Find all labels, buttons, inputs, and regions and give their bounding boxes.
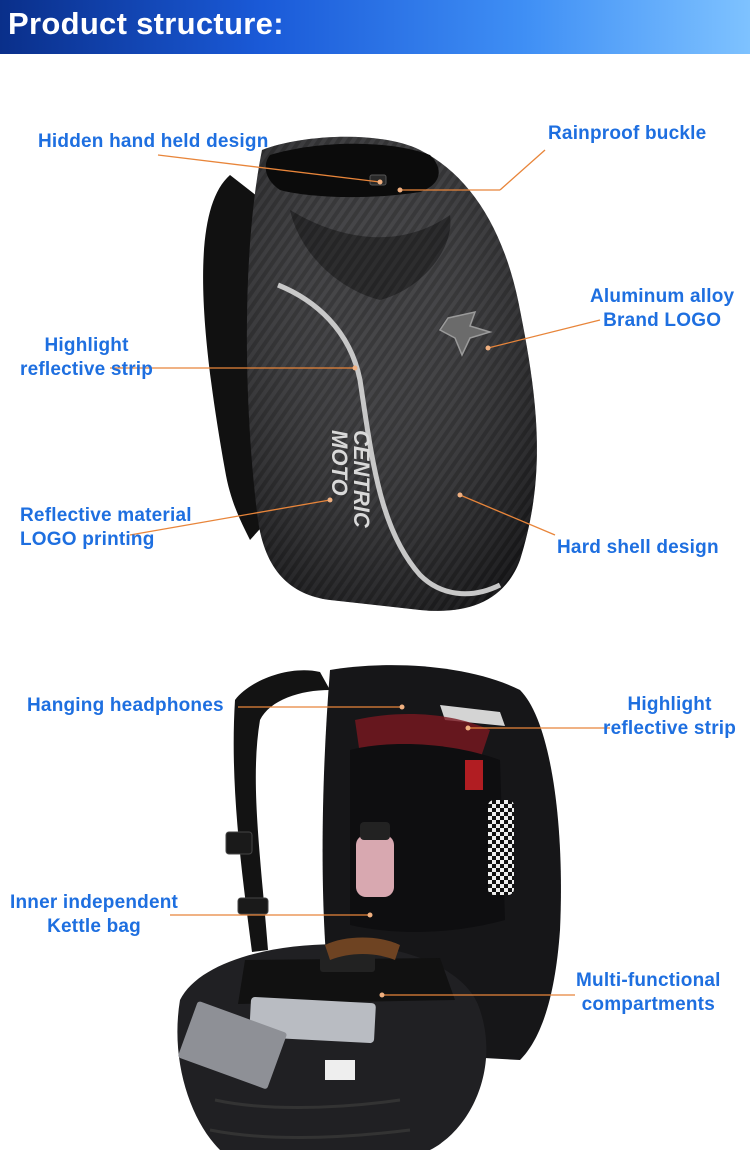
hard-shell-backpack: MOTO CENTRIC <box>203 136 537 611</box>
label-reflective-line1: Reflective material <box>20 505 192 526</box>
leader-lines-bottom <box>170 706 610 996</box>
kettle-bottle <box>356 835 394 897</box>
label-rainproof-buckle: Rainproof buckle <box>548 123 707 144</box>
brand-line-1: MOTO <box>327 430 352 496</box>
open-shoulder-strap <box>233 670 330 952</box>
product-illustration: MOTO CENTRIC <box>110 136 610 1150</box>
label-kettle-bag: Inner independent Kettle bag <box>10 891 178 939</box>
label-multi-line1: Multi-functional <box>576 970 721 991</box>
label-aluminum-line2: Brand LOGO <box>603 310 722 331</box>
label-highlight-bottom-line1: Highlight <box>627 694 712 715</box>
laptop <box>178 1001 287 1089</box>
label-reflective-line2: LOGO printing <box>20 529 155 550</box>
label-multi-compartments: Multi-functional compartments <box>576 969 721 1017</box>
label-highlight-strip-bottom: Highlight reflective strip <box>603 693 736 741</box>
aluminum-logo <box>438 310 493 357</box>
header-banner: Product structure: <box>0 0 750 54</box>
label-highlight-top-line2: reflective strip <box>20 359 154 380</box>
reflective-strip <box>277 282 502 597</box>
inner-logo-tag <box>465 760 483 790</box>
label-hard-shell: Hard shell design <box>557 537 719 558</box>
strap-buckle-2 <box>237 897 269 915</box>
label-highlight-strip-top: Highlight reflective strip <box>20 334 153 382</box>
strap-buckle-1 <box>225 831 253 855</box>
page-title: Product structure: <box>8 6 284 41</box>
label-aluminum-line1: Aluminum alloy <box>590 286 735 307</box>
checkered-pouch <box>488 800 514 895</box>
label-highlight-bottom-line2: reflective strip <box>603 718 737 739</box>
sunglasses-case <box>325 937 400 960</box>
label-multi-line2: compartments <box>581 994 715 1015</box>
top-cap <box>265 143 439 198</box>
label-reflective-material: Reflective material LOGO printing <box>20 504 192 552</box>
brand-logo-print: MOTO CENTRIC <box>327 430 374 529</box>
label-aluminum-logo: Aluminum alloy Brand LOGO <box>590 285 734 333</box>
open-backpack <box>177 665 561 1150</box>
brand-line-2: CENTRIC <box>349 430 374 529</box>
label-hidden-hand-held: Hidden hand held design <box>38 131 269 152</box>
leader-dots-top <box>327 179 491 503</box>
label-kettle-line1: Inner independent <box>10 892 179 913</box>
label-highlight-top-line1: Highlight <box>44 335 129 356</box>
leader-dots-bottom <box>367 704 471 998</box>
label-hanging-headphones: Hanging headphones <box>27 695 224 716</box>
leader-lines-top <box>110 149 601 536</box>
label-kettle-line2: Kettle bag <box>47 916 141 937</box>
